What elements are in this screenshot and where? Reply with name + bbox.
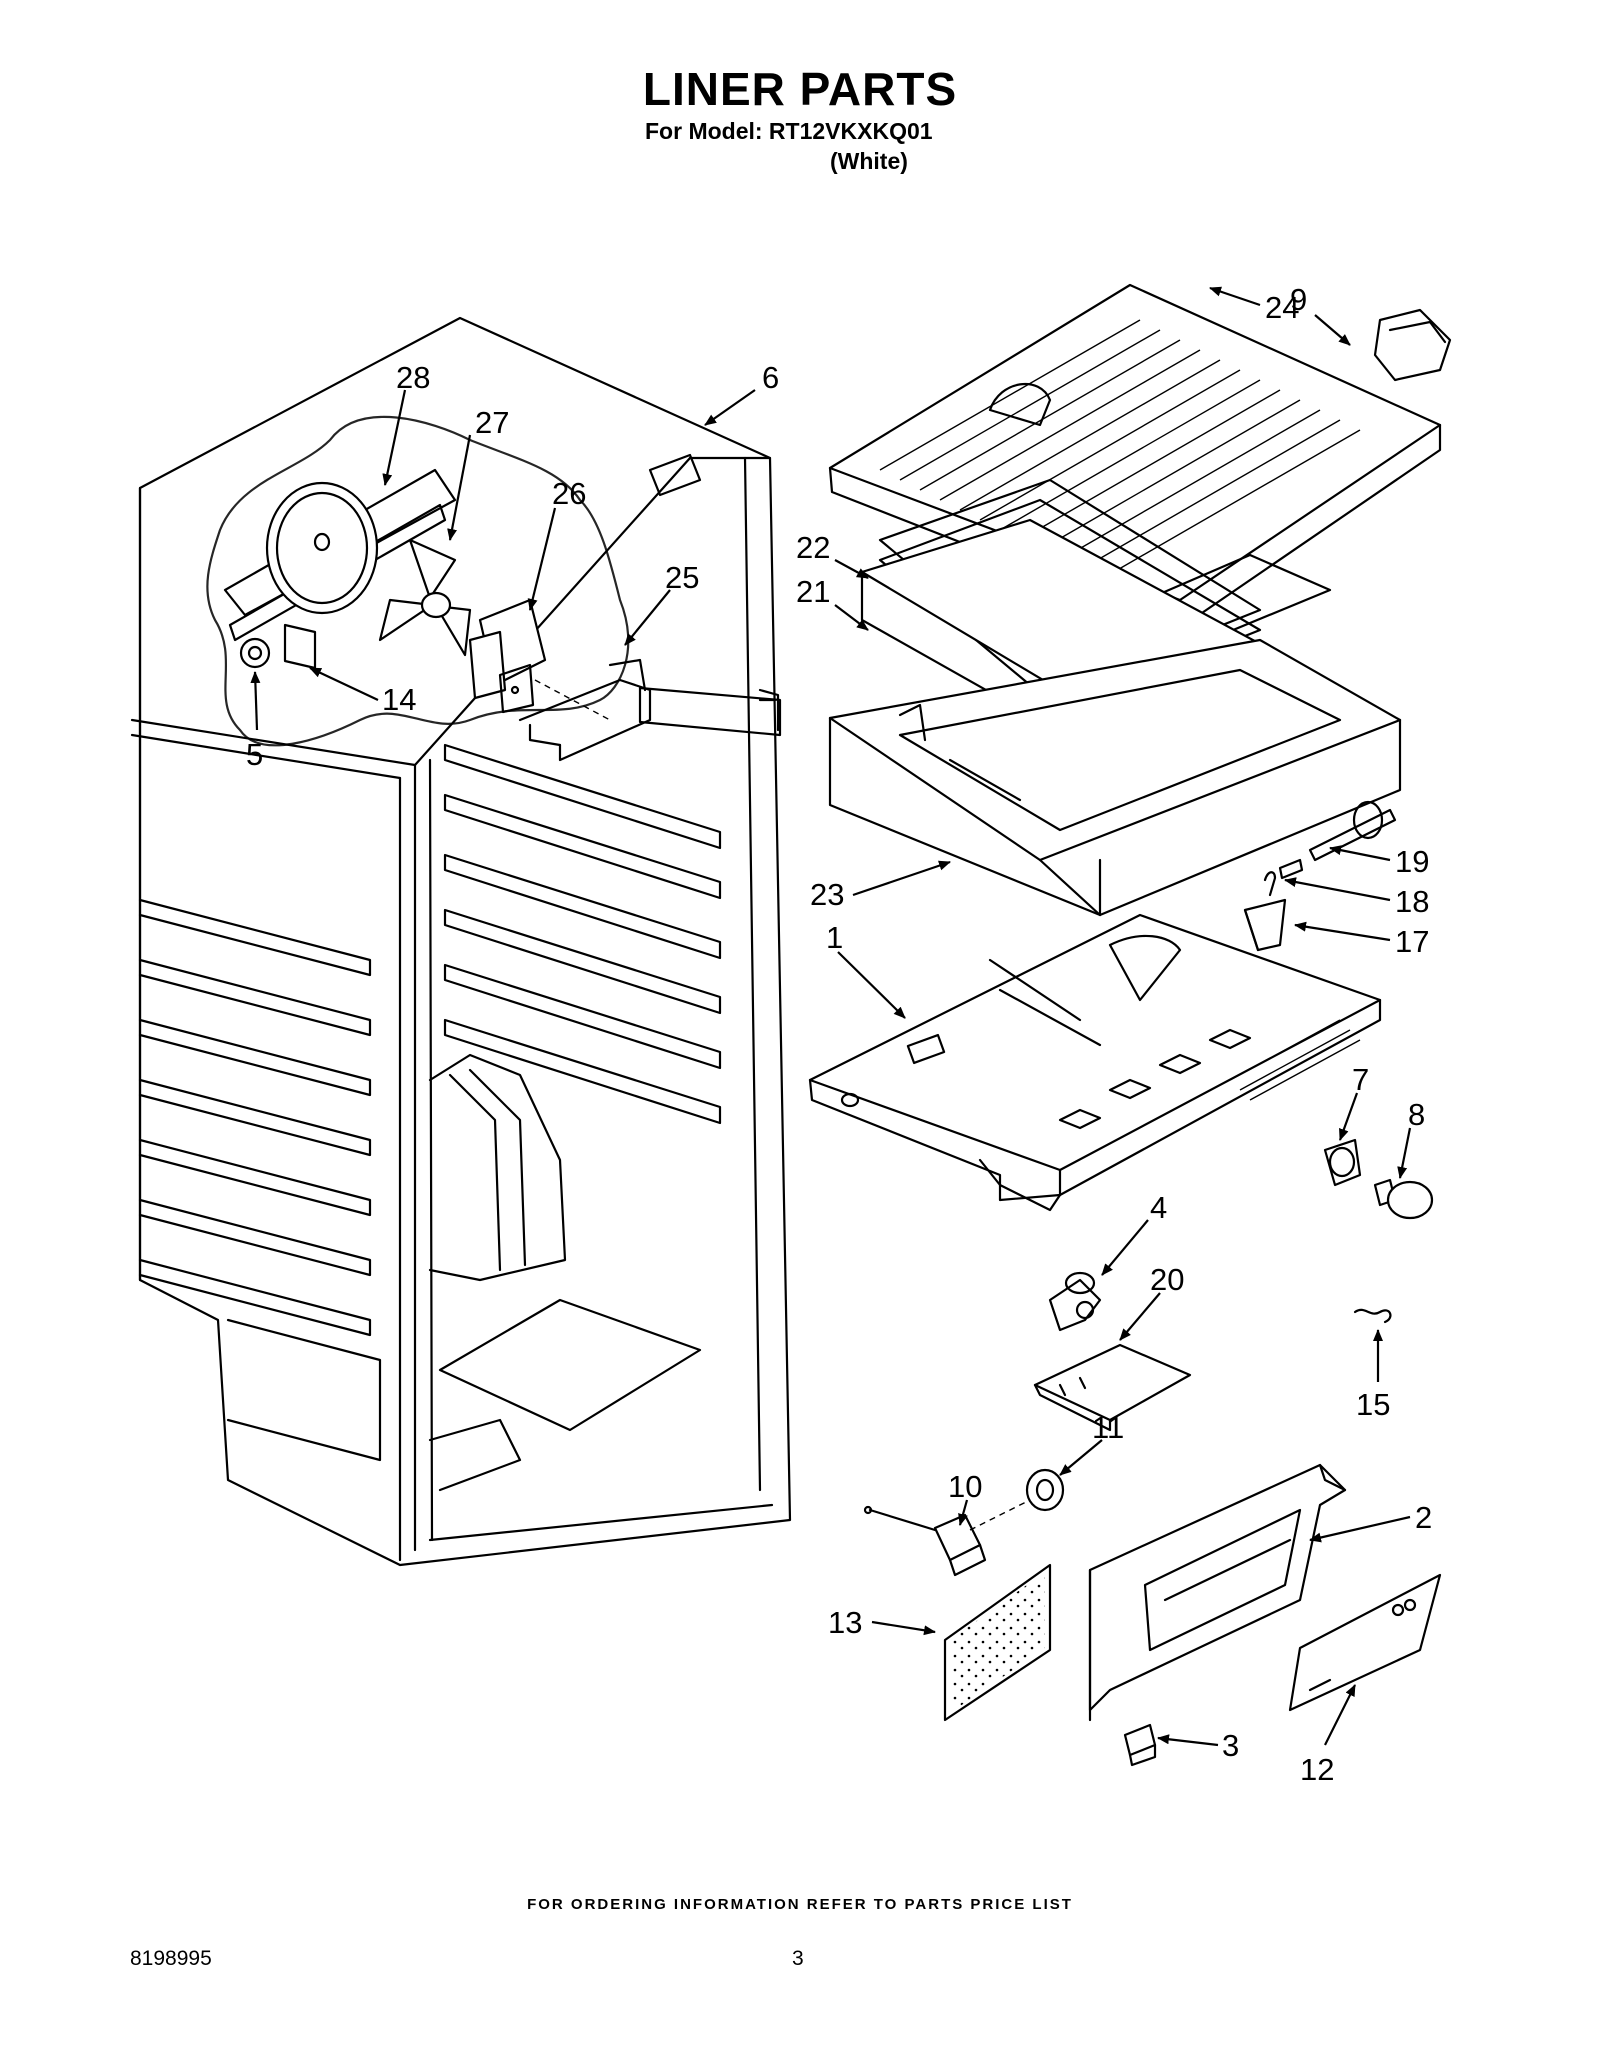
callout-28: 28 — [396, 360, 430, 395]
callout-14: 14 — [382, 682, 416, 717]
callout-17: 17 — [1395, 924, 1429, 959]
callout-24: 24 — [1265, 290, 1299, 325]
thermostat-knob — [1025, 1468, 1065, 1512]
document-number: 8198995 — [130, 1947, 212, 1970]
callout-3: 3 — [1222, 1728, 1239, 1763]
callout-arrows — [250, 286, 1412, 1747]
fan-shroud — [223, 468, 457, 642]
callout-25: 25 — [665, 560, 699, 595]
spring-clip — [1353, 1308, 1392, 1324]
motor-bracket — [518, 658, 652, 762]
callout-7: 7 — [1352, 1062, 1369, 1097]
callout-9: 9 — [1290, 282, 1307, 317]
page-number: 3 — [792, 1947, 804, 1970]
light-switch — [1373, 308, 1452, 382]
drain-parts — [1243, 800, 1397, 952]
ordering-note: FOR ORDERING INFORMATION REFER TO PARTS … — [527, 1896, 1073, 1913]
callout-labels: 28 27 26 25 6 14 5 9 24 22 21 23 19 18 1… — [246, 282, 1432, 1787]
model-color: (White) — [830, 148, 908, 174]
callout-5: 5 — [246, 737, 263, 772]
callout-2: 2 — [1415, 1500, 1432, 1535]
callout-21: 21 — [796, 574, 830, 609]
thermostat — [863, 1494, 1041, 1577]
callout-12: 12 — [1300, 1752, 1334, 1787]
callout-6: 6 — [762, 360, 779, 395]
panel-clip — [1123, 1723, 1157, 1767]
callout-23: 23 — [810, 877, 844, 912]
callout-20: 20 — [1150, 1262, 1184, 1297]
callout-10: 10 — [948, 1469, 982, 1504]
light-socket-and-bulb — [1323, 1138, 1434, 1220]
callout-27: 27 — [475, 405, 509, 440]
callout-11: 11 — [1092, 1410, 1124, 1445]
callout-8: 8 — [1408, 1097, 1425, 1132]
callout-19: 19 — [1395, 844, 1429, 879]
control-decal — [1288, 1573, 1442, 1712]
callout-22: 22 — [796, 530, 830, 565]
fan-blade — [378, 538, 472, 657]
callout-15: 15 — [1356, 1387, 1390, 1422]
control-plate — [1033, 1343, 1192, 1432]
callout-26: 26 — [552, 476, 586, 511]
control-housing — [808, 913, 1382, 1212]
filter-pad — [943, 1563, 1052, 1722]
cabinet-liner — [130, 316, 792, 1567]
callout-18: 18 — [1395, 884, 1429, 919]
model-number: For Model: RT12VKXKQ01 — [645, 118, 933, 144]
page-title: LINER PARTS — [642, 63, 958, 115]
callout-4: 4 — [1150, 1190, 1167, 1225]
fan-motor — [468, 598, 611, 721]
callout-13: 13 — [828, 1605, 862, 1640]
control-panel — [1088, 1463, 1347, 1722]
control-knob — [1048, 1271, 1102, 1332]
callout-1: 1 — [826, 920, 843, 955]
freezer-floor-pan — [828, 638, 1402, 917]
